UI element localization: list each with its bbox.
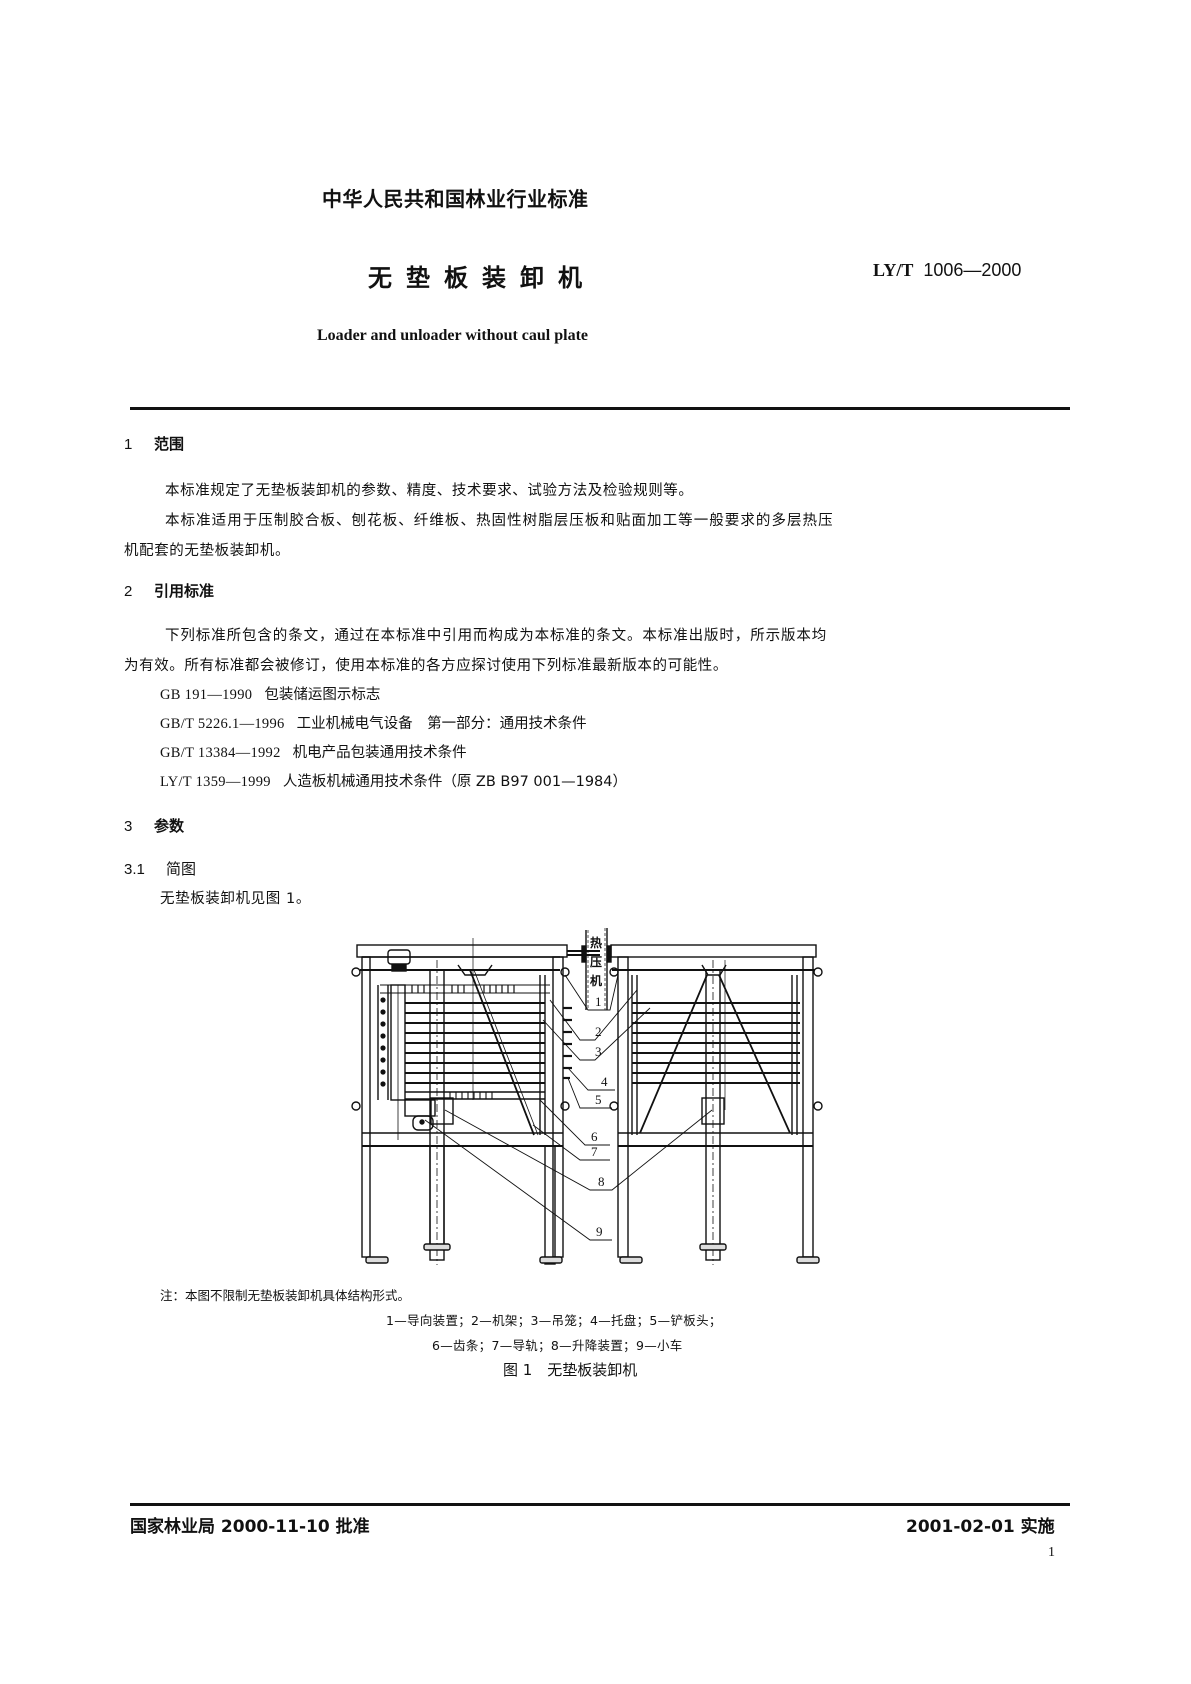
callout-9: 9 bbox=[596, 1224, 603, 1239]
callout-7: 7 bbox=[591, 1144, 598, 1159]
figure-note: 注：本图不限制无垫板装卸机具体结构形式。 bbox=[160, 1288, 411, 1303]
callout-4: 4 bbox=[601, 1074, 608, 1089]
callout-8: 8 bbox=[598, 1174, 605, 1189]
footer-divider bbox=[130, 1503, 1070, 1506]
section-2-paragraph-1: 下列标准所包含的条文，通过在本标准中引用而构成为本标准的条文。本标准出版时，所示… bbox=[165, 628, 828, 644]
standard-title-en: Loader and unloader without caul plate bbox=[317, 327, 589, 344]
callout-1: 1 bbox=[595, 994, 602, 1009]
implementation-date: 2001-02-01 实施 bbox=[906, 1517, 1055, 1537]
press-label-char: 机 bbox=[590, 973, 602, 988]
figure-legend-line-2: 6—齿条；7—导轨；8—升降装置；9—小车 bbox=[432, 1338, 683, 1353]
standard-code-prefix: LY/T bbox=[873, 260, 914, 280]
header-divider bbox=[130, 407, 1070, 410]
callout-6: 6 bbox=[591, 1129, 598, 1144]
figure-1-drawing: 热 压 机 bbox=[351, 928, 823, 1265]
standard-code: LY/T 1006—2000 bbox=[873, 260, 1021, 281]
standard-code-number: 1006—2000 bbox=[923, 260, 1022, 280]
section-3-1-text: 无垫板装卸机见图 1。 bbox=[160, 891, 311, 907]
callout-5: 5 bbox=[595, 1092, 602, 1107]
section-1-paragraph-2-cont: 机配套的无垫板装卸机。 bbox=[124, 543, 291, 559]
callout-2: 2 bbox=[595, 1024, 602, 1039]
standard-title-cn: 无垫板装卸机 bbox=[368, 264, 596, 292]
figure-legend-line-1: 1—导向装置；2—机架；3—吊笼；4—托盘；5—铲板头； bbox=[386, 1313, 722, 1328]
press-label-char: 热 bbox=[590, 935, 602, 950]
issuing-body-title: 中华人民共和国林业行业标准 bbox=[322, 187, 589, 211]
page-number: 1 bbox=[1048, 1545, 1055, 1560]
section-2-paragraph-1-cont: 为有效。所有标准都会被修订，使用本标准的各方应探讨使用下列标准最新版本的可能性。 bbox=[124, 658, 728, 674]
section-1-paragraph-2: 本标准适用于压制胶合板、刨花板、纤维板、热固性树脂层压板和贴面加工等一般要求的多… bbox=[165, 513, 834, 529]
press-label-char: 压 bbox=[590, 955, 602, 969]
section-1-paragraph-1: 本标准规定了无垫板装卸机的参数、精度、技术要求、试验方法及检验规则等。 bbox=[165, 483, 694, 499]
callout-3: 3 bbox=[595, 1044, 602, 1059]
figure-caption: 图 1 无垫板装卸机 bbox=[503, 1361, 638, 1379]
approval-date: 国家林业局 2000-11-10 批准 bbox=[130, 1517, 370, 1537]
